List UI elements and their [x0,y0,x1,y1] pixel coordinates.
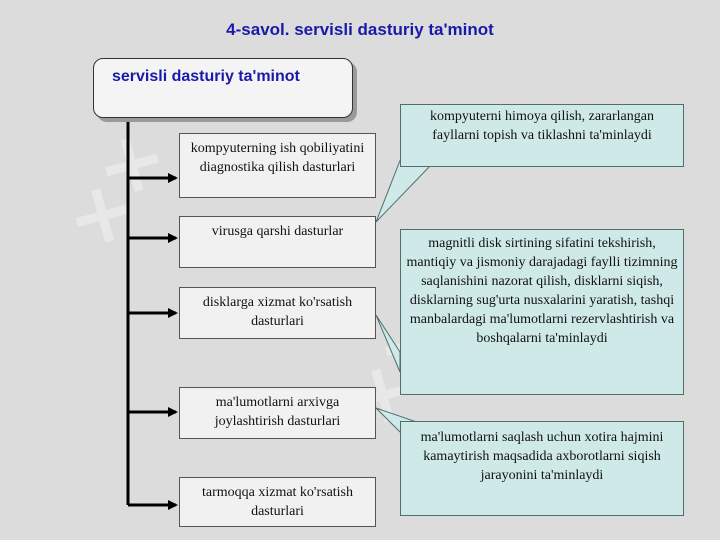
node-label: kompyuterning ish qobiliyatini diagnosti… [190,141,365,175]
callout-text: ma'lumotlarni saqlash uchun xotira hajmi… [420,430,664,483]
node-disk-service: disklarga xizmat ko'rsatish dasturlari [179,287,376,339]
node-antivirus: virusga qarshi dasturlar [179,216,376,268]
node-label: disklarga xizmat ko'rsatish dasturlari [202,295,353,329]
callout-archiving: ma'lumotlarni saqlash uchun xotira hajmi… [400,421,684,516]
node-archiving: ma'lumotlarni arxivga joylashtirish dast… [179,387,376,439]
callout-disk-service: magnitli disk sirtining sifatini tekshir… [400,229,684,395]
root-node: servisli dasturiy ta'minot [93,58,353,118]
callout-pointer [375,157,431,223]
node-label: virusga qarshi dasturlar [211,224,344,239]
root-label: servisli dasturiy ta'minot [112,68,300,85]
slide-title: 4-savol. servisli dasturiy ta'minot [226,20,494,39]
callout-text: kompyuterni himoya qilish, zararlangan f… [430,109,654,143]
callout-text: magnitli disk sirtining sifatini tekshir… [406,236,678,346]
callout-pointer [375,314,401,373]
node-label: tarmoqqa xizmat ko'rsatish dasturlari [201,485,354,519]
node-diagnostics: kompyuterning ish qobiliyatini diagnosti… [179,133,376,198]
callout-antivirus: kompyuterni himoya qilish, zararlangan f… [400,104,684,167]
node-network-service: tarmoqqa xizmat ko'rsatish dasturlari [179,477,376,527]
node-label: ma'lumotlarni arxivga joylashtirish dast… [214,395,341,429]
